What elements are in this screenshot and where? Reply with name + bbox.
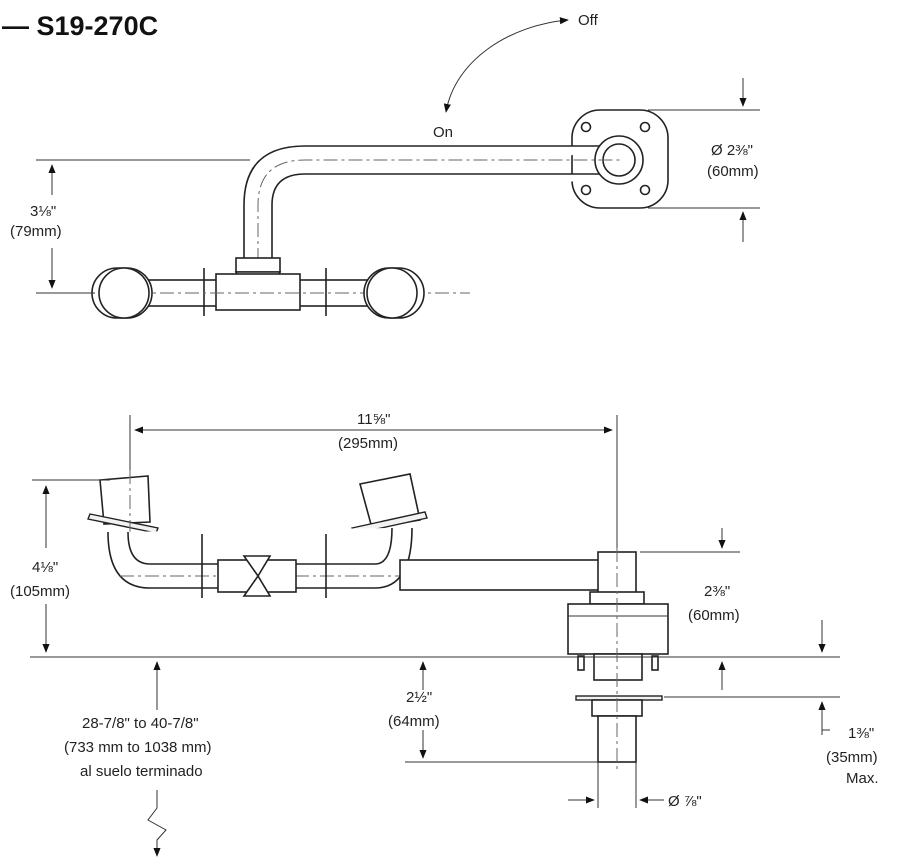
off-label: Off bbox=[578, 12, 599, 29]
floor-break-arrow bbox=[147, 790, 167, 857]
floor-distance-line3: al suelo terminado bbox=[80, 763, 203, 780]
floor-distance-line1: 28-7/8" to 40-7/8" bbox=[82, 715, 199, 732]
max-word-label: Max. bbox=[846, 770, 879, 787]
model-title: — S19-270C bbox=[2, 11, 158, 41]
housing-stud bbox=[651, 655, 659, 671]
flange-bolt bbox=[639, 121, 651, 133]
on-label: On bbox=[433, 124, 453, 141]
body-height-mm-label: (60mm) bbox=[688, 607, 740, 624]
rotation-arrow bbox=[443, 17, 569, 113]
arm-pipe-inner bbox=[271, 173, 600, 262]
shank-mm-label: (64mm) bbox=[388, 713, 440, 730]
top-view: Off On 3⅛" (79mm) bbox=[10, 12, 760, 319]
body-height-inch-label: 2⅜" bbox=[704, 583, 730, 600]
width-mm-label: (295mm) bbox=[338, 435, 398, 452]
shank-inch-label: 2½" bbox=[406, 689, 432, 706]
spray-head-left-face bbox=[98, 267, 150, 319]
valve-handle bbox=[242, 555, 272, 597]
spray-head-right-face bbox=[366, 267, 418, 319]
leader bbox=[821, 718, 830, 731]
nozzle-left bbox=[99, 475, 151, 525]
top-height-inch-label: 3⅛" bbox=[30, 203, 56, 220]
tee-nut bbox=[235, 257, 281, 273]
front-view: 11⅝" (295mm) bbox=[10, 411, 879, 857]
left-height-inch-label: 4⅛" bbox=[32, 559, 58, 576]
flange-diameter-inch-label: Ø 2⅜" bbox=[711, 142, 753, 159]
flange-bolt bbox=[580, 121, 592, 133]
housing-stud bbox=[577, 655, 585, 671]
crossbar-center bbox=[215, 273, 301, 311]
flange-diameter-mm-label: (60mm) bbox=[707, 163, 759, 180]
floor-distance-line2: (733 mm to 1038 mm) bbox=[64, 739, 212, 756]
housing-base bbox=[593, 653, 643, 681]
arm-centerline bbox=[257, 159, 620, 262]
housing bbox=[567, 603, 669, 655]
max-inch-label: 1⅜" bbox=[848, 725, 874, 742]
max-mm-label: (35mm) bbox=[826, 749, 878, 766]
top-height-mm-label: (79mm) bbox=[10, 223, 62, 240]
supply-arm bbox=[399, 559, 601, 591]
width-inch-label: 11⅝" bbox=[357, 411, 390, 428]
flange-bolt bbox=[580, 184, 592, 196]
flange-bolt bbox=[639, 184, 651, 196]
pipe-diameter-label: Ø ⅞" bbox=[668, 793, 702, 810]
left-height-mm-label: (105mm) bbox=[10, 583, 70, 600]
